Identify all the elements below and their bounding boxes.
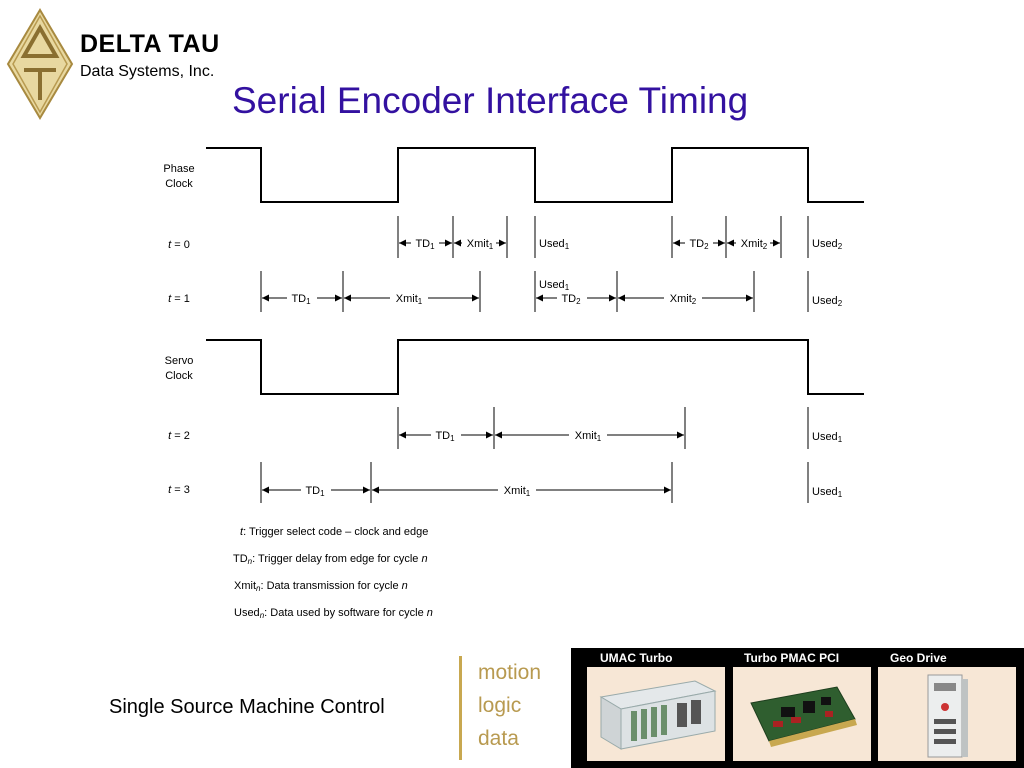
word-logic: logic (478, 694, 522, 717)
row-label-t1: t = 1 (168, 293, 190, 305)
legend-xmit: Xmitn: Data transmission for cycle n (234, 580, 408, 593)
label-t3-xmit1: Xmit1 (504, 485, 531, 498)
label-t3-used1: Used1 (812, 486, 843, 499)
label-t3-td1: TD1 (305, 485, 325, 498)
label-t0-xmit2: Xmit2 (741, 238, 768, 251)
geo-drive-image (878, 667, 1016, 761)
brand-subtitle: Data Systems, Inc. (80, 63, 215, 80)
label-t1-used1: Used1 (539, 279, 570, 292)
label-t2-td1: TD1 (435, 430, 455, 443)
delta-tau-logo-icon (6, 8, 74, 120)
page-title: Serial Encoder Interface Timing (232, 80, 749, 121)
legend-t: t: Trigger select code – clock and edge (240, 526, 428, 538)
label-t1-td1: TD1 (291, 293, 311, 306)
servo-clock-label-line2: Clock (165, 370, 193, 382)
word-data: data (478, 727, 519, 750)
row-label-t0: t = 0 (168, 239, 190, 251)
label-t1-xmit2: Xmit2 (670, 293, 697, 306)
label-t1-xmit1: Xmit1 (396, 293, 423, 306)
turbo-pmac-pci-image (733, 667, 871, 761)
footer-divider (459, 656, 462, 760)
label-t1-td2: TD2 (561, 293, 581, 306)
word-motion: motion (478, 661, 542, 684)
product-label-geo: Geo Drive (890, 651, 947, 665)
servo-clock-label-line1: Servo (165, 355, 194, 367)
phase-clock-label-line1: Phase (163, 163, 194, 175)
legend-used: Usedn: Data used by software for cycle n (234, 607, 433, 620)
label-t0-used1: Used1 (539, 238, 570, 251)
row-t3-ticks (260, 462, 809, 503)
label-t1-used2: Used2 (812, 295, 843, 308)
label-t0-xmit1: Xmit1 (467, 238, 494, 251)
phase-clock-waveform (206, 147, 864, 203)
product-label-umac: UMAC Turbo (600, 651, 673, 665)
umac-turbo-image (587, 667, 725, 761)
timing-diagram: Phase Clock t = 0 TD1 Xmit1 Used1 TD2 Xm… (163, 147, 864, 620)
row-t1-ticks (260, 271, 809, 312)
legend-td: TDn: Trigger delay from edge for cycle n (233, 553, 428, 566)
tagline: Single Source Machine Control (109, 696, 385, 718)
label-t0-td1: TD1 (415, 238, 435, 251)
label-t2-xmit1: Xmit1 (575, 430, 602, 443)
row-t0-ticks (397, 216, 809, 258)
row-label-t2: t = 2 (168, 430, 190, 442)
row-t2-ticks (397, 407, 809, 449)
label-t2-used1: Used1 (812, 431, 843, 444)
brand-name: DELTA TAU (80, 30, 220, 58)
phase-clock-label-line2: Clock (165, 178, 193, 190)
label-t0-td2: TD2 (689, 238, 709, 251)
product-label-pmac: Turbo PMAC PCI (744, 651, 840, 665)
servo-clock-waveform (206, 339, 864, 395)
row-label-t3: t = 3 (168, 484, 190, 496)
label-t0-used2: Used2 (812, 238, 843, 251)
